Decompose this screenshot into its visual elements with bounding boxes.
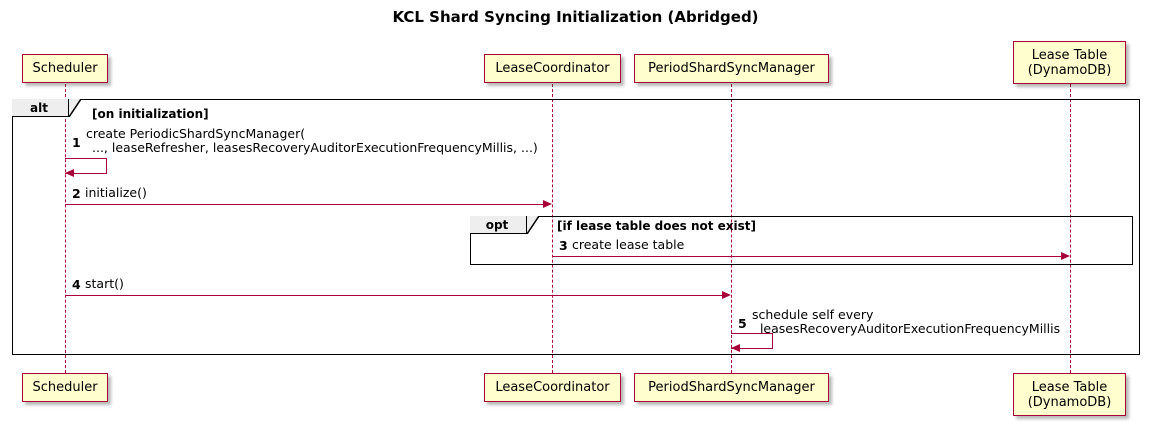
message-2-number: 2 <box>72 186 81 201</box>
message-3-text: create lease table <box>572 237 685 252</box>
message-4-number: 4 <box>72 277 81 292</box>
message-5-text-line1: schedule self every <box>752 307 874 322</box>
message-5-text-line2: leasesRecoveryAuditorExecutionFrequencyM… <box>752 321 1061 336</box>
lifeline-periodshardsyncmanager <box>731 84 732 373</box>
message-5-self-loop <box>731 333 773 349</box>
fragment-alt <box>12 99 1140 355</box>
participant-leasecoordinator-top[interactable]: LeaseCoordinator <box>484 54 621 83</box>
message-4-arrowhead <box>722 291 731 299</box>
message-1-text-line2: ..., leaseRefresher, leasesRecoveryAudit… <box>92 140 538 155</box>
participant-scheduler-bottom[interactable]: Scheduler <box>22 373 108 402</box>
fragment-alt-tab-corner <box>69 99 81 117</box>
message-1-text-line1: create PeriodicShardSyncManager( <box>86 126 306 141</box>
participant-periodshardsyncmanager-top[interactable]: PeriodShardSyncManager <box>634 54 829 83</box>
message-4-line <box>65 295 722 296</box>
lifeline-leasecoordinator <box>552 84 553 373</box>
participant-leasetable-bottom[interactable]: Lease Table (DynamoDB) <box>1013 373 1126 416</box>
participant-leasecoordinator-bottom[interactable]: LeaseCoordinator <box>484 373 621 402</box>
fragment-opt-tab-corner <box>527 216 539 234</box>
fragment-opt <box>470 216 1133 265</box>
fragment-opt-operator: opt <box>470 216 527 234</box>
participant-periodshardsyncmanager-bottom[interactable]: PeriodShardSyncManager <box>634 373 829 402</box>
fragment-opt-operator-label: opt <box>485 217 509 232</box>
lifeline-scheduler <box>65 84 66 373</box>
fragment-alt-operator-label: alt <box>30 100 48 115</box>
fragment-alt-operator: alt <box>12 99 69 117</box>
message-2-line <box>65 204 543 205</box>
message-3-line <box>552 256 1061 257</box>
participant-scheduler-top[interactable]: Scheduler <box>22 54 108 83</box>
message-4-text: start() <box>85 276 124 291</box>
message-2-text: initialize() <box>85 185 147 200</box>
message-5-arrowhead <box>731 344 740 352</box>
fragment-opt-guard: [if lease table does not exist] <box>557 219 757 233</box>
participant-leasetable-top[interactable]: Lease Table (DynamoDB) <box>1013 41 1126 84</box>
message-5-number: 5 <box>738 316 747 331</box>
message-3-arrowhead <box>1061 252 1070 260</box>
fragment-alt-guard: [on initialization] <box>92 107 209 121</box>
message-1-arrowhead <box>65 169 74 177</box>
message-3-number: 3 <box>559 238 568 253</box>
lifeline-leasetable <box>1070 84 1071 373</box>
message-2-arrowhead <box>543 200 552 208</box>
page-title: KCL Shard Syncing Initialization (Abridg… <box>392 8 759 26</box>
message-1-number: 1 <box>72 135 81 150</box>
message-1-self-loop <box>65 158 107 174</box>
